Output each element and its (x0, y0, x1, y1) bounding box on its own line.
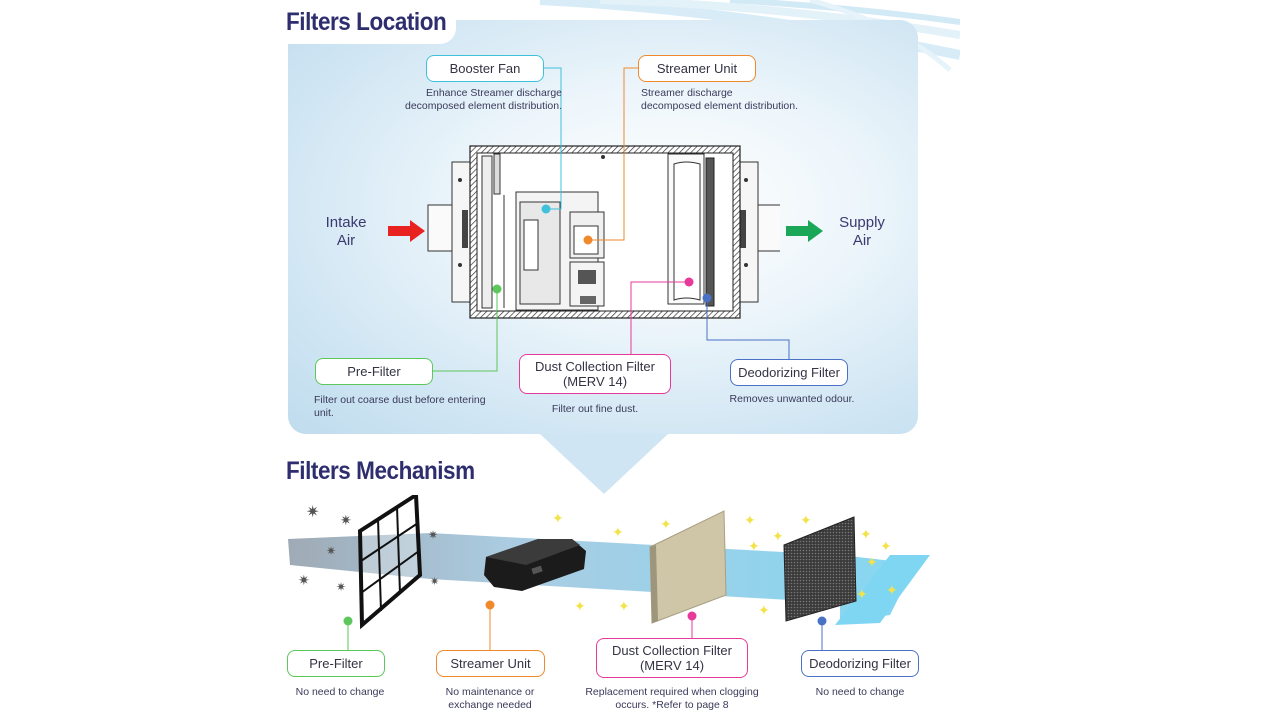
svg-text:✷: ✷ (336, 580, 346, 594)
svg-text:✦: ✦ (748, 538, 760, 554)
filters-location-title: Filters Location (286, 8, 447, 36)
svg-text:✦: ✦ (772, 528, 784, 544)
mech-deodorizing-filter-tag: Deodorizing Filter (801, 650, 919, 677)
mechanism-illustration: ✷ ✷ ✷ ✷ ✷ ✷ ✷ ✦ ✦ ✦ ✦ ✦ ✦ ✦ ✦ ✦ ✦ ✦ ✦ ✦ … (288, 495, 930, 630)
deodorizing-filter-tag: Deodorizing Filter (730, 359, 848, 386)
mechanism-leader-lines (343, 600, 827, 650)
svg-text:✦: ✦ (880, 538, 892, 554)
svg-text:✷: ✷ (298, 572, 310, 588)
supply-arrow-icon (786, 220, 823, 242)
svg-text:✦: ✦ (866, 554, 878, 570)
streamer-unit-tag: Streamer Unit (638, 55, 756, 82)
dust-collection-filter-desc: Filter out fine dust. (551, 403, 639, 415)
svg-text:✦: ✦ (886, 582, 898, 598)
svg-text:✷: ✷ (340, 512, 352, 528)
svg-text:✦: ✦ (574, 598, 586, 614)
mech-dust-collection-filter-tag: Dust Collection Filter(MERV 14) (596, 638, 748, 678)
pre-filter-tag: Pre-Filter (315, 358, 433, 385)
panel-pointer (540, 434, 668, 494)
mech-deodorizing-filter-desc: No need to change (815, 686, 905, 698)
unit-cross-section (427, 145, 780, 319)
intake-arrow-icon (388, 220, 425, 242)
svg-text:✦: ✦ (552, 510, 564, 526)
mech-streamer-unit-tag: Streamer Unit (436, 650, 545, 677)
svg-text:✦: ✦ (758, 602, 770, 618)
svg-text:✦: ✦ (856, 586, 868, 602)
svg-text:✷: ✷ (430, 576, 439, 588)
title-tab (280, 4, 456, 44)
filters-mechanism-title: Filters Mechanism (286, 457, 475, 485)
svg-text:✷: ✷ (326, 544, 336, 558)
svg-text:✦: ✦ (744, 512, 756, 528)
svg-text:✷: ✷ (428, 528, 438, 542)
deodorizing-filter-desc: Removes unwanted odour. (729, 393, 855, 405)
svg-text:✦: ✦ (612, 524, 624, 540)
svg-text:✦: ✦ (800, 512, 812, 528)
dust-collection-filter-tag: Dust Collection Filter(MERV 14) (519, 354, 671, 394)
svg-text:✷: ✷ (306, 504, 319, 521)
mech-pre-filter-desc: No need to change (295, 686, 385, 698)
svg-text:✦: ✦ (618, 598, 630, 614)
booster-fan-tag: Booster Fan (426, 55, 544, 82)
location-leader-lines (432, 67, 790, 372)
mech-pre-filter-tag: Pre-Filter (287, 650, 385, 677)
svg-text:✦: ✦ (660, 516, 672, 532)
svg-text:✦: ✦ (860, 526, 872, 542)
